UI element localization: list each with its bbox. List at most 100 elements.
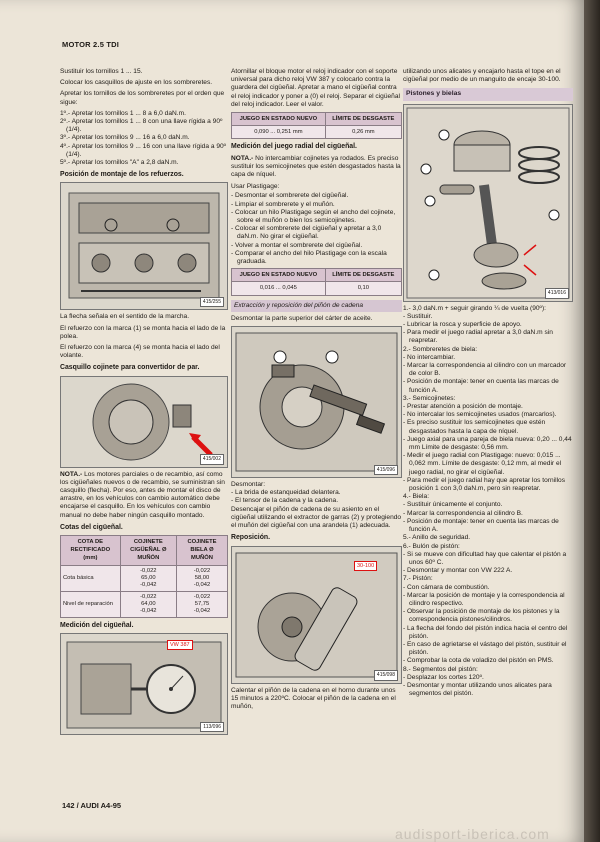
paragraph: Sustituir los tornillos 1 ... 15.	[60, 68, 143, 75]
list-item: 4º.- Apretar los tornillos 9 ... 16 con …	[60, 142, 227, 158]
radial-play-table: JUEGO EN ESTADO NUEVO LÍMITE DE DESGASTE…	[231, 268, 403, 296]
list-item: 3º.- Apretar los tornillos 9 ... 16 a 6,…	[60, 134, 190, 142]
engine-block-illustration: 415/255	[60, 182, 228, 311]
paragraph: Desmontar la parte superior del cárter d…	[231, 314, 373, 322]
paragraph: Atornillar el bloque motor el reloj indi…	[231, 68, 400, 108]
paragraph: Usar Plastigage:	[231, 183, 280, 191]
axial-play-table: JUEGO EN ESTADO NUEVO LÍMITE DE DESGASTE…	[231, 112, 403, 140]
list-item: - Juego axial para una pareja de biela n…	[403, 435, 572, 452]
table-header: COJINETE CIGÜEÑAL Ø MUÑÓN	[119, 535, 177, 566]
column-1: Sustituir los tornillos 1 ... 15. Coloca…	[60, 68, 229, 738]
table-row: 0,090 ... 0,251 mm 0,26 mm	[231, 125, 403, 140]
list-item: - Con cámara de combustión.	[403, 583, 490, 591]
list-item: - Marcar la posición de montaje y la cor…	[403, 591, 565, 607]
list-item: 4.- Biela:	[403, 493, 430, 501]
list-item: 3.- Semicojinetes:	[403, 394, 456, 402]
table-header: JUEGO EN ESTADO NUEVO	[231, 112, 326, 127]
list-item: - Colocar el sombrerete del cigüeñal y a…	[231, 225, 382, 241]
figure-code: 415/002	[199, 454, 224, 465]
list-item: - El tensor de la cadena y la cadena.	[231, 497, 339, 505]
list-item: - Comparar el ancho del hilo Plastigage …	[231, 249, 387, 266]
paragraph: El refuerzo con la marca (4) se monta ha…	[60, 344, 220, 360]
parts-list: 1.- 3,0 daN.m + seguir girando ¼ de vuel…	[403, 305, 573, 699]
list-item: - Posición de montaje: tener en cuenta l…	[403, 378, 559, 394]
section-heading: Reposición.	[231, 534, 271, 542]
list-item: - Sustituir únicamente el conjunto.	[403, 501, 503, 509]
list-item: - Desmontar y montar con VW 222 A.	[403, 567, 513, 575]
list-item: - Lubricar la rosca y superficie de apoy…	[403, 321, 522, 329]
table-header: LÍMITE DE DESGASTE	[324, 112, 403, 127]
list-item: - Observar la posición de montaje de los…	[403, 608, 560, 624]
note-label: NOTA.-	[60, 470, 83, 478]
plastigage-steps: - Desmontar el sombrerete del cigüeñal. …	[231, 192, 402, 266]
gear-puller-illustration: 415/096	[231, 326, 402, 479]
bushing-illustration: 415/002	[60, 375, 228, 468]
sleeve-illustration: 30-100 415/098	[231, 545, 402, 684]
figure-code: 415/098	[373, 670, 398, 681]
figure-code: 415/096	[373, 464, 398, 476]
watermark: audisport-iberica.com	[395, 826, 550, 842]
list-item: - Prestar atención a posición de montaje…	[403, 403, 523, 411]
list-item: - En caso de agrietarse el vástago del p…	[403, 640, 567, 657]
note-text: Los motores parciales o de recambio, así…	[60, 470, 225, 519]
list-item: - No intercalar los semicojinetes usados…	[403, 411, 557, 419]
column-2: Atornillar el bloque motor el reloj indi…	[231, 68, 403, 714]
list-item: 7.- Pistón:	[403, 575, 433, 583]
page-footer: 142 / AUDI A4-95	[62, 801, 122, 810]
figure-code: 415/255	[199, 297, 224, 308]
table-header: JUEGO EN ESTADO NUEVO	[231, 268, 326, 283]
paragraph: Apretar los tornillos de los sombreretes…	[60, 90, 225, 106]
paragraph: El refuerzo con la marca (1) se monta ha…	[60, 324, 226, 340]
table-cell: 0,090 ... 0,251 mm	[231, 125, 326, 140]
list-item: 2º.- Apretar los tornillos 1 ... 8 con u…	[60, 118, 223, 134]
list-item: - Volver a montar el sombrerete del cigü…	[231, 241, 363, 249]
table-cell: 0,10	[324, 281, 403, 296]
table-cell: 0,016 ... 0,045	[231, 281, 326, 296]
paragraph: utilizando unos alicates y encajarlo has…	[403, 68, 561, 84]
list-item: - No intercambiar.	[403, 353, 456, 361]
list-item: - La flecha del fondo del pistón indica …	[403, 624, 568, 640]
crankshaft-dimensions-table: COTA DE RECTIFICADO (mm) COJINETE CIGÜEÑ…	[60, 535, 229, 618]
column-3: utilizando unos alicates y encajarlo has…	[403, 68, 573, 698]
paragraph: Desmontar:	[231, 481, 266, 489]
list-item: - Desmontar y montar utilizando unos ali…	[403, 681, 552, 698]
section-heading: Casquillo cojinete para convertidor de p…	[60, 364, 200, 372]
section-heading: Medición del cigüeñal.	[60, 621, 134, 629]
list-item: - Para medir el juego radial hay que apr…	[403, 476, 565, 493]
tool-label: 30-100	[354, 560, 378, 571]
list-item: - Posición de montaje: tener en cuenta l…	[403, 517, 559, 534]
dial-gauge-illustration: VW 387 113/096	[60, 632, 228, 735]
table-header: COTA DE RECTIFICADO (mm)	[60, 535, 121, 566]
table-cell: Nivel de reparación	[60, 590, 121, 618]
note: NOTA.- Los motores parciales o de recamb…	[60, 471, 228, 520]
paragraph: Calentar el piñón de la cadena en el hor…	[231, 686, 396, 710]
list-item: 6.- Bulón de pistón:	[403, 542, 460, 550]
manual-page: MOTOR 2.5 TDI Sustituir los tornillos 1 …	[0, 0, 584, 842]
paragraph: Colocar los casquillos de ajuste en los …	[60, 79, 213, 87]
section-heading: Posición de montaje de los refuerzos.	[60, 171, 184, 179]
tightening-steps: 1º.- Apretar los tornillos 1 ... 8 a 6,0…	[60, 110, 228, 167]
note-text: No intercambiar cojinetes ya rodados. Es…	[231, 154, 401, 179]
list-item: 5º.- Apretar los tornillos "A" a 2,8 daN…	[60, 159, 179, 167]
list-item: - Colocar un hilo Plastigage según el an…	[231, 208, 396, 225]
list-item: - Desplazar los cortes 120º.	[403, 673, 484, 681]
section-heading: Cotas del cigüeñal.	[60, 523, 123, 531]
list-item: - Es preciso sustituir los semicojinetes…	[403, 419, 546, 435]
list-item: - Para medir el juego radial apretar a 3…	[403, 329, 553, 345]
list-item: 1º.- Apretar los tornillos 1 ... 8 a 6,0…	[60, 109, 186, 117]
list-item: - Limpiar el sombrerete y el muñón.	[231, 200, 335, 208]
list-item: - Desmontar el sombrerete del cigüeñal.	[231, 192, 349, 200]
page-header: MOTOR 2.5 TDI	[62, 40, 120, 49]
list-item: - Marcar la correspondencia al cilindro …	[403, 362, 567, 378]
note-label: NOTA.-	[231, 154, 254, 162]
table-cell: Cota básica	[60, 564, 121, 592]
tool-label: VW 387	[167, 639, 193, 651]
figure-code: 413/016	[544, 288, 569, 299]
list-item: - Sustituir.	[403, 312, 433, 320]
table-cell: 0,26 mm	[324, 125, 403, 140]
table-header: COJINETE BIELA Ø MUÑÓN	[175, 535, 229, 566]
table-header: LÍMITE DE DESGASTE	[324, 268, 403, 283]
